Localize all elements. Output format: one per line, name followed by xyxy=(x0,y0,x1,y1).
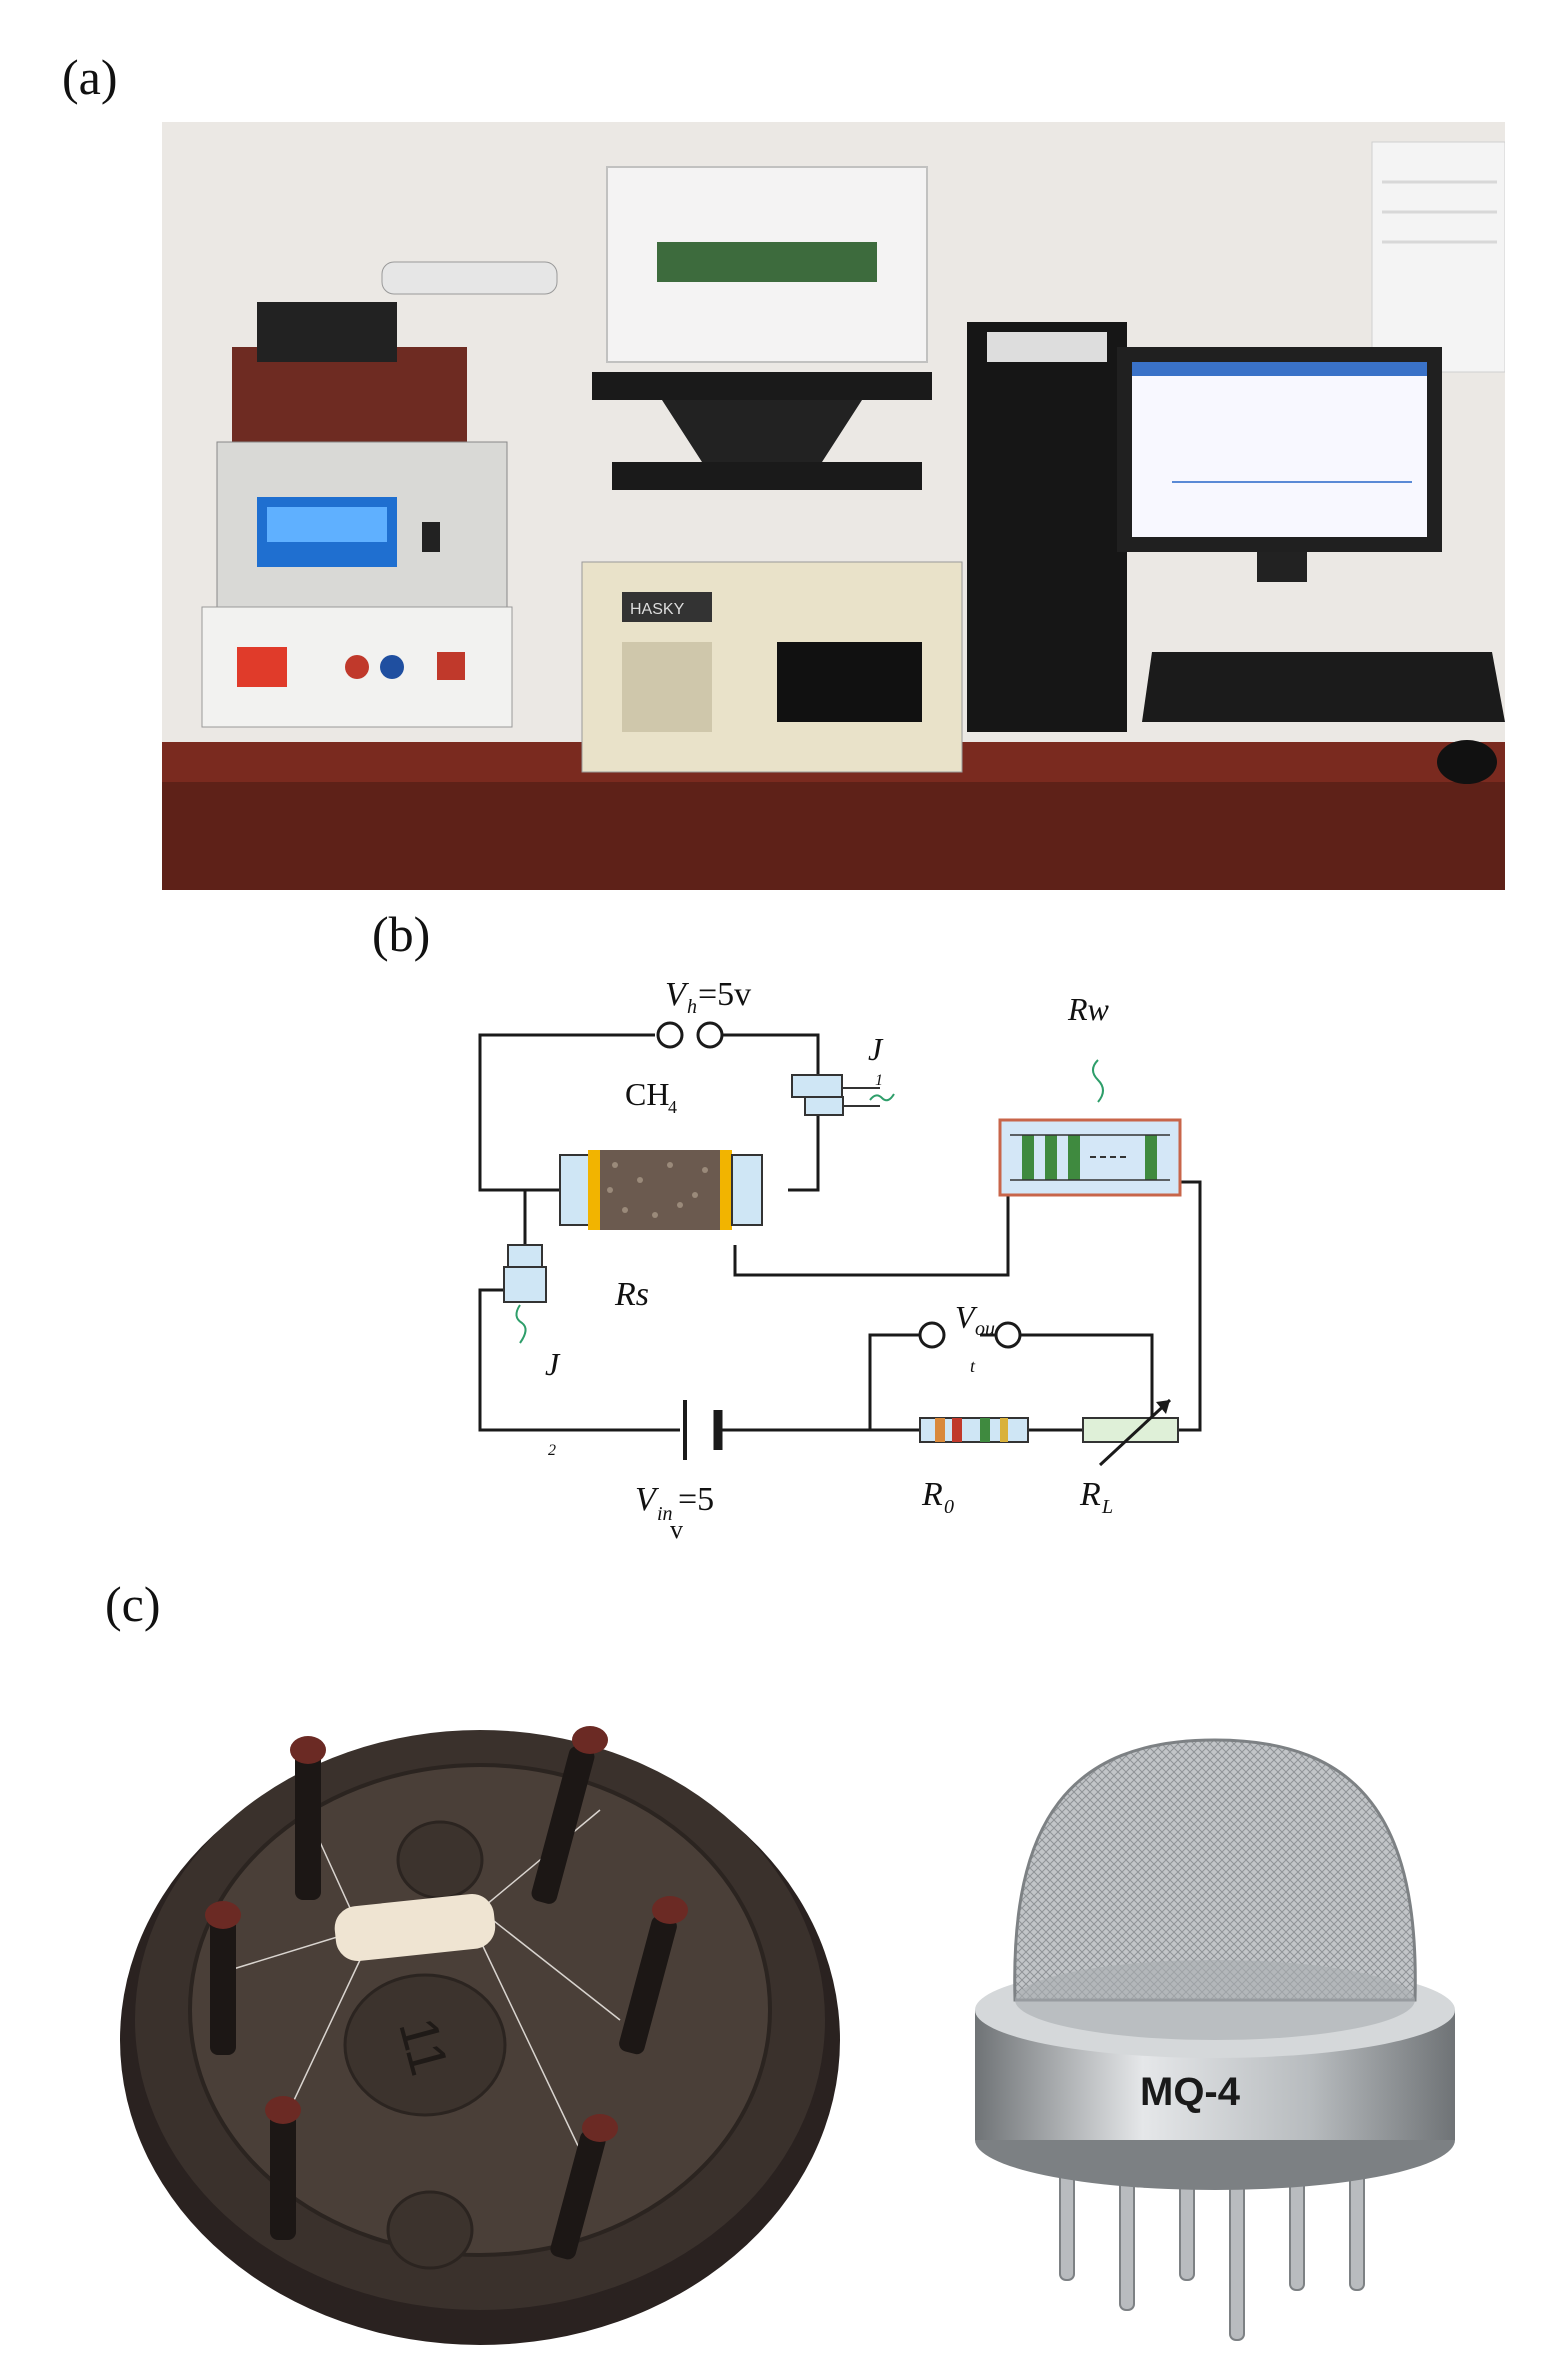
rl-symbol: R xyxy=(1079,1476,1101,1513)
lab-setup-photo: HASKY xyxy=(162,122,1505,890)
vin-value: =5 xyxy=(678,1481,714,1518)
r0-symbol: R xyxy=(921,1476,943,1513)
rs-label: Rs xyxy=(614,1276,649,1313)
circuit-wires xyxy=(478,1033,1202,1432)
sensor-pins xyxy=(205,1726,688,2260)
connector-j2 xyxy=(503,1244,547,1344)
lab-setup-illustration: HASKY xyxy=(162,122,1505,890)
mq4-module-label: MQ-4 xyxy=(1140,2070,1241,2114)
j2-subscript: 2 xyxy=(548,1442,556,1459)
mq4-sensor-illustration: MQ-4 xyxy=(975,1738,1455,2341)
battery-vin xyxy=(683,1400,723,1460)
vout-subscript: ou xyxy=(975,1318,995,1340)
rw-resistor-array xyxy=(998,1118,1182,1197)
vh-terminal-right xyxy=(696,1021,724,1049)
panel-label-a: (a) xyxy=(62,49,118,105)
vh-value: =5v xyxy=(698,976,751,1013)
mq4-sensor-photo: MQ-4 xyxy=(950,1700,1510,2360)
equipment-brand-label: HASKY xyxy=(630,601,685,618)
vout-symbol: V xyxy=(955,1299,978,1335)
rw-lead xyxy=(1092,1059,1104,1103)
vin-unit: v xyxy=(670,1515,683,1540)
vh-subscript: h xyxy=(687,996,697,1018)
load-resistor-rl xyxy=(1082,1398,1179,1467)
j2-label: J xyxy=(545,1346,561,1382)
sensor-base-photo: 11 xyxy=(110,1660,850,2360)
vout-terminal-left xyxy=(918,1321,946,1349)
j1-subscript: 1 xyxy=(875,1072,883,1089)
j1-label: J xyxy=(868,1031,884,1067)
resistor-r0 xyxy=(919,1417,1029,1443)
vh-terminal-left xyxy=(656,1021,684,1049)
rl-subscript: L xyxy=(1101,1496,1113,1518)
vout-subscript-t: t xyxy=(970,1356,976,1376)
ch4-subscript: 4 xyxy=(668,1097,677,1117)
connector-j1 xyxy=(791,1074,895,1116)
panel-label-c: (c) xyxy=(105,1576,161,1632)
vout-terminal-right xyxy=(994,1321,1022,1349)
measurement-circuit-diagram: V h =5v J 1 CH 4 Rs J 2 V in = xyxy=(478,976,1202,1540)
sensor-base-illustration: 11 xyxy=(120,1726,840,2345)
gas-sensor-element xyxy=(559,1150,763,1230)
rw-label: Rw xyxy=(1067,991,1110,1027)
vin-subscript: in xyxy=(657,1503,673,1525)
r0-subscript: 0 xyxy=(944,1496,954,1518)
panel-label-b: (b) xyxy=(372,906,431,962)
ch4-label: CH xyxy=(625,1076,669,1112)
